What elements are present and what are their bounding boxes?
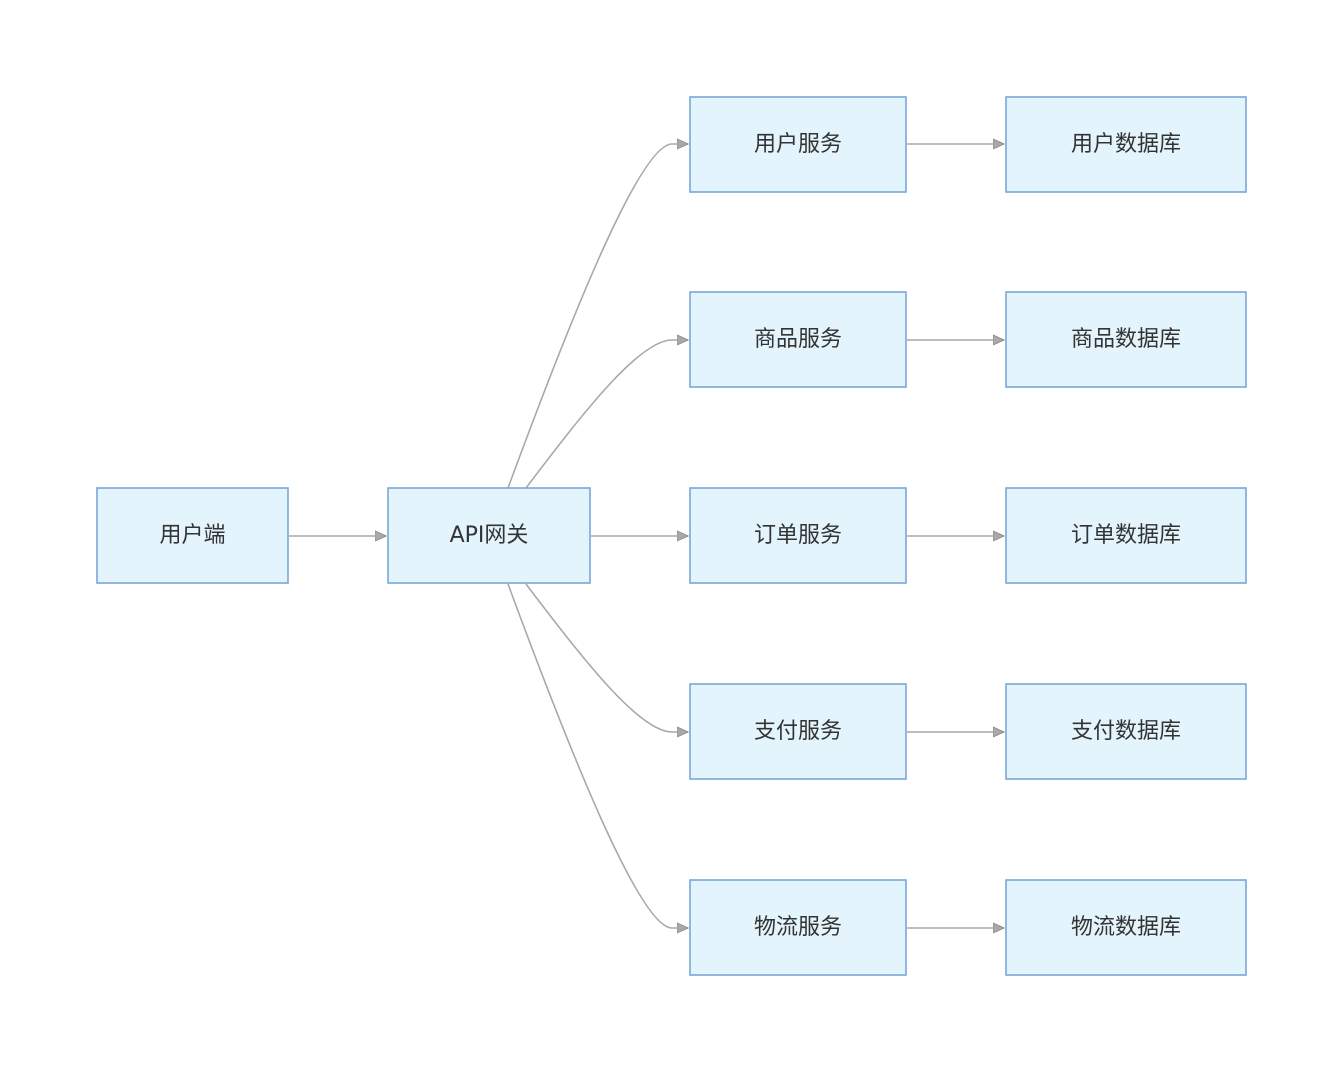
node-product-db-label: 商品数据库 xyxy=(1071,327,1181,352)
node-order-service-label: 订单服务 xyxy=(754,523,842,548)
node-payment-db[interactable]: 支付数据库 xyxy=(1005,683,1247,780)
node-order-db-label: 订单数据库 xyxy=(1071,523,1181,548)
node-order-service[interactable]: 订单服务 xyxy=(689,487,907,584)
node-user-db-label: 用户数据库 xyxy=(1071,132,1181,157)
node-product-db[interactable]: 商品数据库 xyxy=(1005,291,1247,388)
node-payment-service-label: 支付服务 xyxy=(754,719,842,744)
edges xyxy=(289,144,1004,928)
nodes: 用户端 API网关 用户服务 商品服务 订单服务 支付服务 物流服务 用户 xyxy=(96,96,1247,976)
node-order-db[interactable]: 订单数据库 xyxy=(1005,487,1247,584)
node-product-service[interactable]: 商品服务 xyxy=(689,291,907,388)
edge-gateway-to-logistics-service xyxy=(507,583,688,928)
node-api-gateway[interactable]: API网关 xyxy=(387,487,591,584)
node-client-label: 用户端 xyxy=(159,523,225,548)
edge-gateway-to-payment-service xyxy=(525,583,688,732)
node-user-service[interactable]: 用户服务 xyxy=(689,96,907,193)
node-logistics-service[interactable]: 物流服务 xyxy=(689,879,907,976)
node-product-service-label: 商品服务 xyxy=(754,327,842,352)
node-logistics-db[interactable]: 物流数据库 xyxy=(1005,879,1247,976)
node-payment-db-label: 支付数据库 xyxy=(1071,719,1181,744)
node-logistics-db-label: 物流数据库 xyxy=(1071,915,1181,940)
node-payment-service[interactable]: 支付服务 xyxy=(689,683,907,780)
node-user-db[interactable]: 用户数据库 xyxy=(1005,96,1247,193)
node-logistics-service-label: 物流服务 xyxy=(754,915,842,940)
edge-gateway-to-product-service xyxy=(525,340,688,489)
node-api-gateway-label: API网关 xyxy=(450,523,529,548)
node-client[interactable]: 用户端 xyxy=(96,487,289,584)
edge-gateway-to-user-service xyxy=(507,144,688,489)
node-user-service-label: 用户服务 xyxy=(754,132,842,157)
